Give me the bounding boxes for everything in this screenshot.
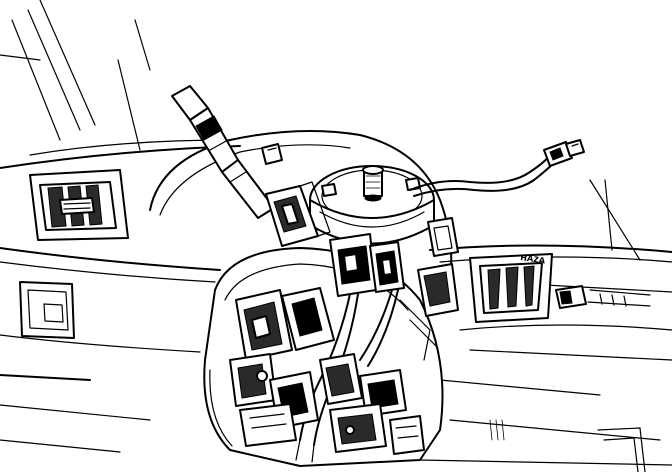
vent-label-text: ʜᴀᴢᴀ bbox=[520, 251, 547, 266]
right-switch-module bbox=[417, 217, 459, 317]
left-switch-module bbox=[265, 181, 331, 247]
right-air-vent: ʜᴀᴢᴀ bbox=[469, 251, 553, 323]
center-connectors bbox=[329, 233, 405, 297]
clock-spring-harness bbox=[409, 139, 585, 197]
clock-spring-assembly bbox=[309, 165, 435, 245]
left-air-vent bbox=[29, 169, 129, 241]
hazard-switch bbox=[555, 285, 651, 309]
left-switch-panel bbox=[19, 281, 75, 339]
lower-column-mechanism bbox=[229, 287, 437, 455]
multifunction-stalk bbox=[171, 85, 283, 219]
